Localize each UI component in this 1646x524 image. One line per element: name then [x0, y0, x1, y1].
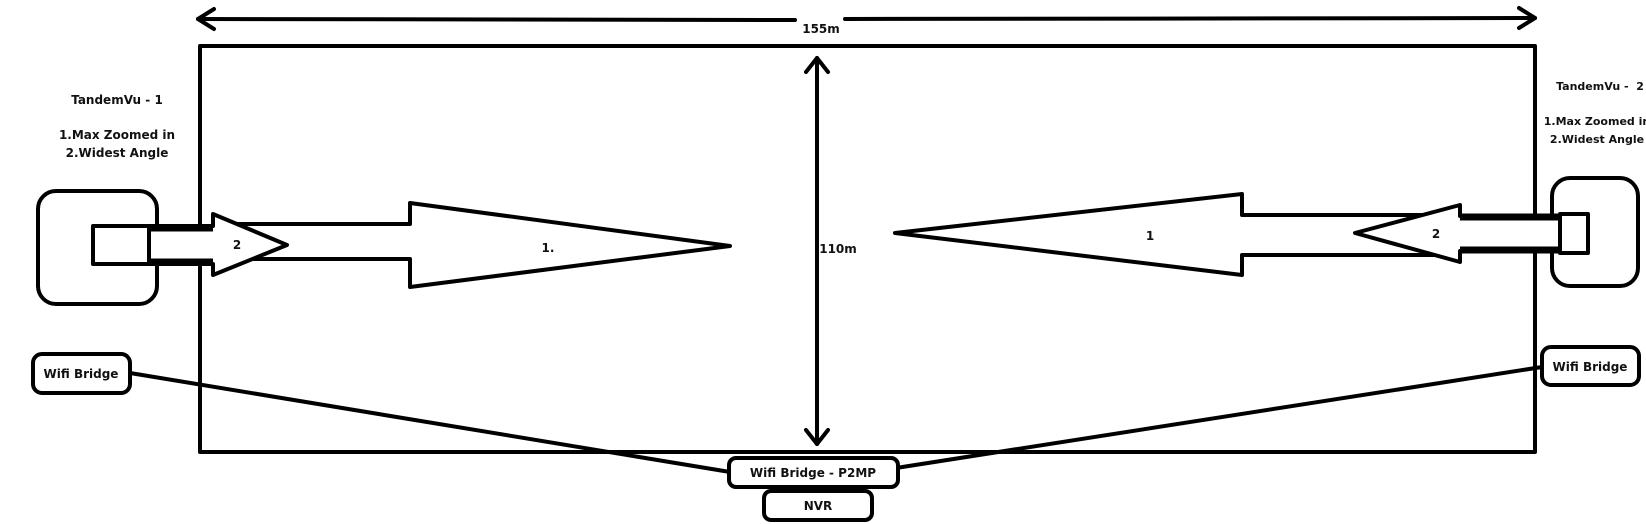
- camera-right-mode-1: 1.Max Zoomed in: [1544, 115, 1646, 128]
- camera-left-zoom-arrow: [213, 201, 732, 289]
- wifi-bridge-left: [31, 352, 132, 395]
- camera-left-zoom-label: 1.: [542, 241, 555, 255]
- camera-left-wide-label: 2: [233, 238, 241, 252]
- height-dimension-arrow: [804, 56, 830, 446]
- camera-right-zoom-label: 1: [1146, 229, 1154, 243]
- nvr-label: NVR: [804, 499, 833, 513]
- camera-right-body: [1558, 212, 1590, 255]
- wifi-bridge-right: [1540, 345, 1641, 387]
- camera-right-mode-2: 2.Widest Angle: [1550, 133, 1644, 146]
- wifi-bridge-p2mp-label: Wifi Bridge - P2MP: [750, 466, 876, 480]
- wifi-bridge-p2mp: [727, 456, 900, 489]
- link-left-bridge-to-p2mp: [128, 371, 732, 474]
- wifi-bridge-right-label: Wifi Bridge: [1553, 360, 1628, 374]
- nvr: [762, 489, 874, 522]
- camera-left-title: TandemVu - 1: [71, 93, 163, 107]
- width-label: 155m: [802, 22, 840, 36]
- camera-left-mode-1: 1.Max Zoomed in: [59, 128, 175, 142]
- camera-right-wide-label: 2: [1432, 227, 1440, 241]
- camera-left-mode-2: 2.Widest Angle: [66, 146, 169, 160]
- camera-right-zoom-arrow: [893, 192, 1462, 277]
- camera-right-title: TandemVu - 2: [1556, 80, 1644, 93]
- height-label: 110m: [819, 242, 857, 256]
- link-right-bridge-to-p2mp: [894, 365, 1544, 470]
- camera-left-body: [91, 224, 151, 266]
- width-dimension-arrow: [196, 6, 1537, 31]
- wifi-bridge-left-label: Wifi Bridge: [44, 367, 119, 381]
